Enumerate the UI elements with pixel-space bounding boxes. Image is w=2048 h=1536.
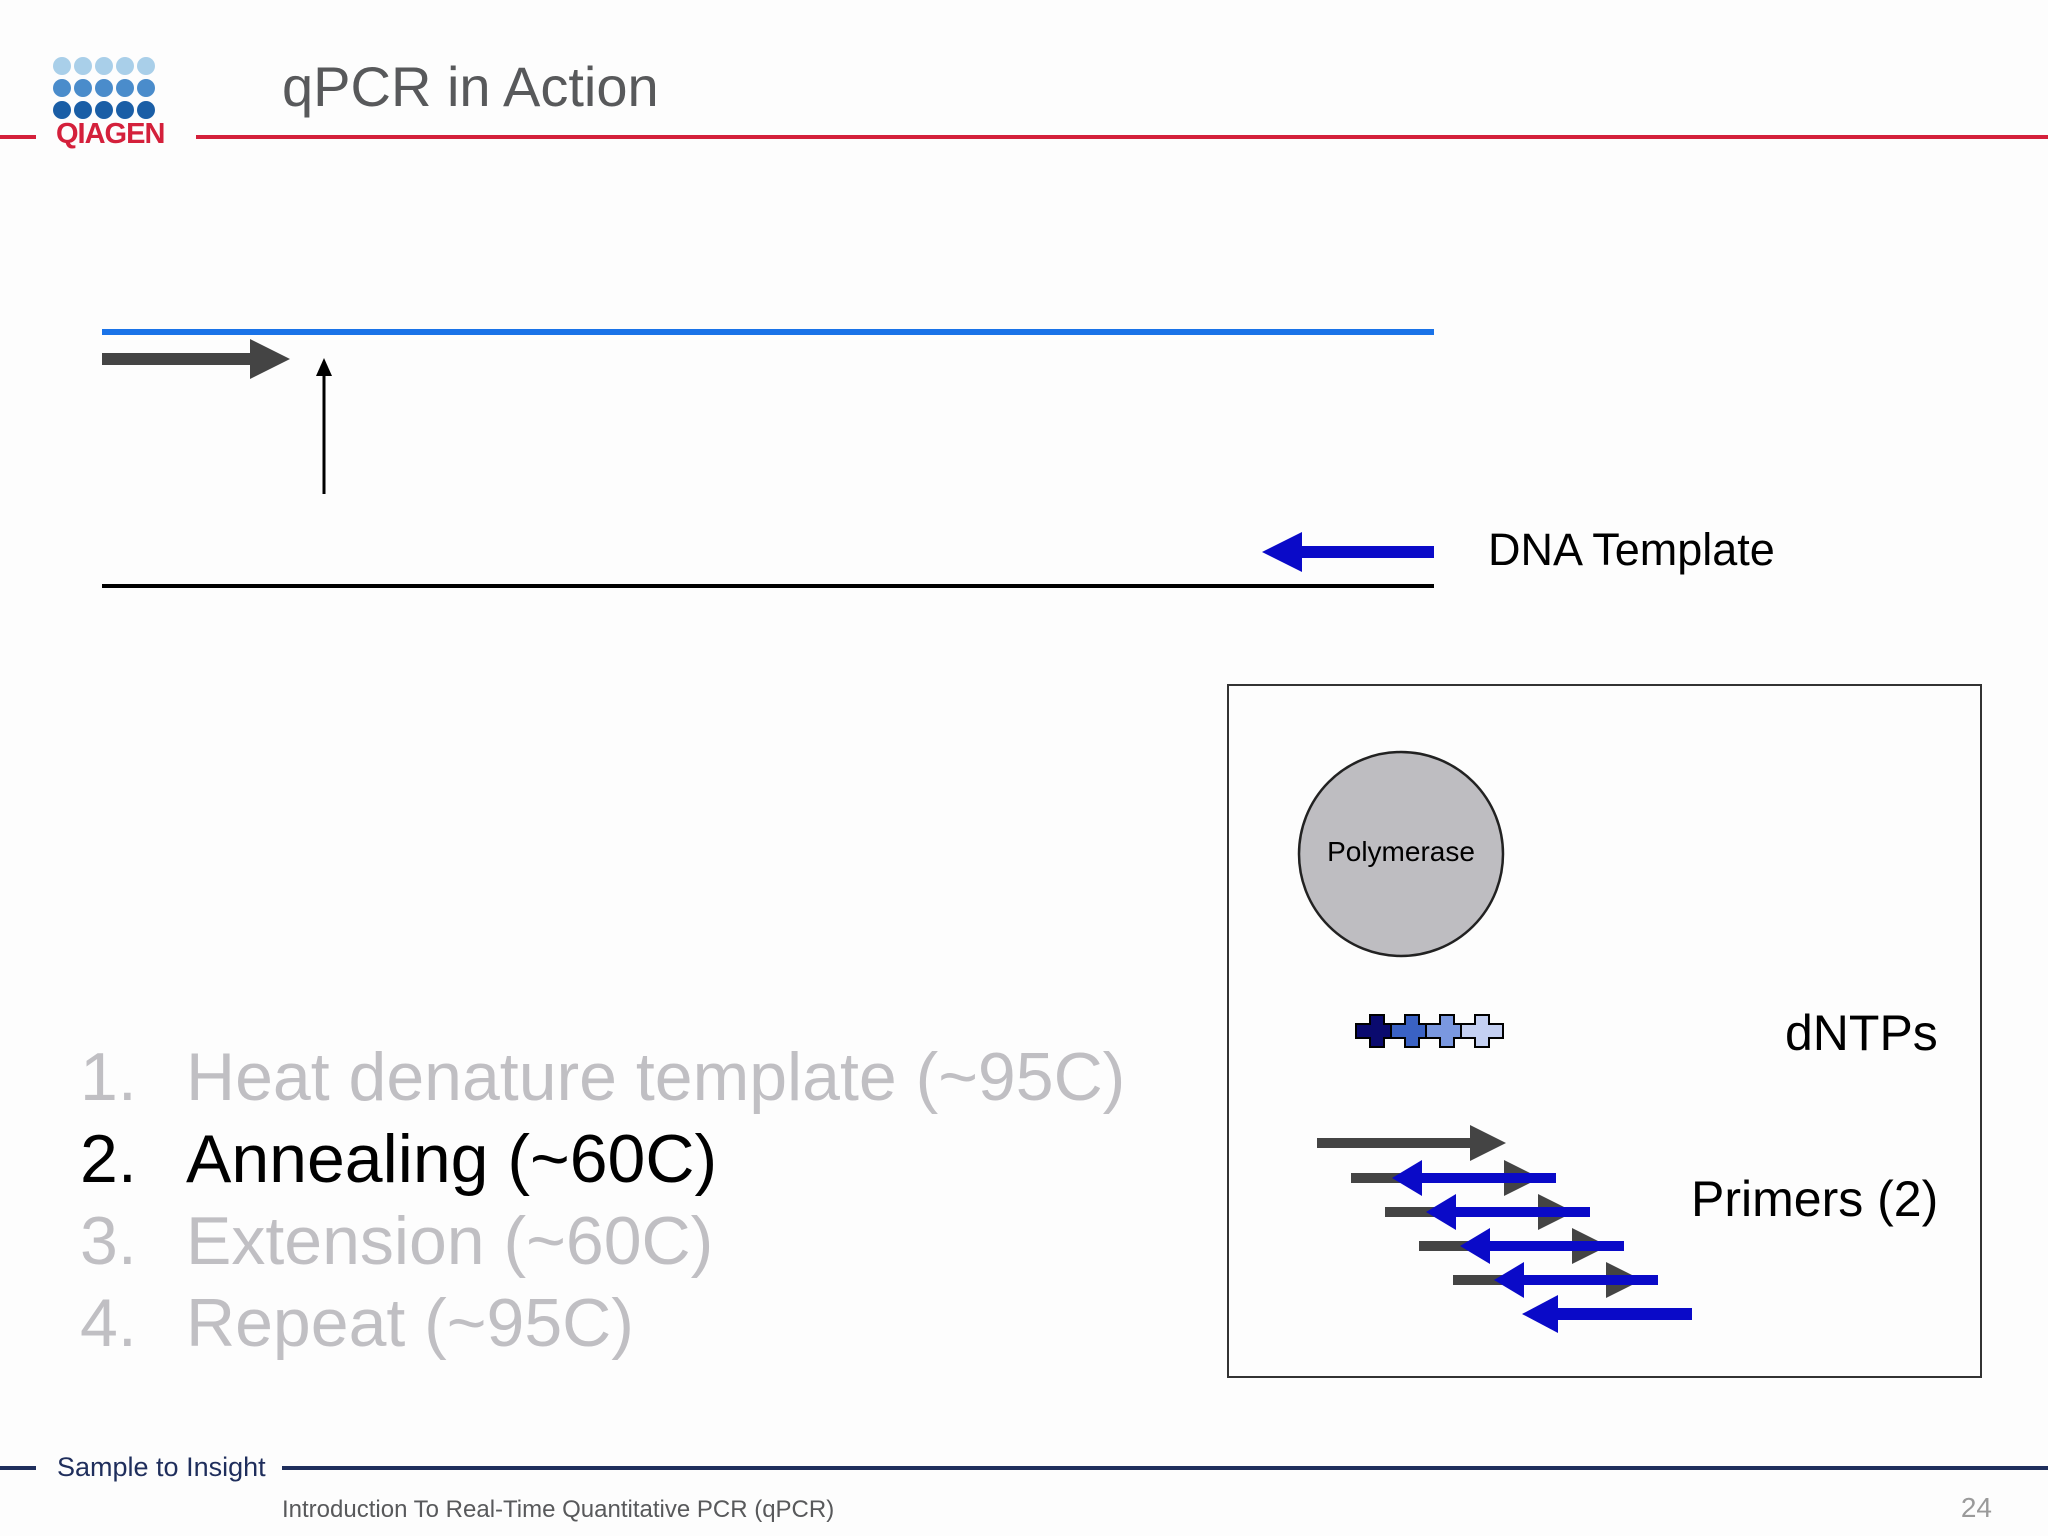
step-label: Annealing (~60C) (186, 1121, 718, 1197)
step-label: Repeat (~95C) (186, 1285, 634, 1361)
step-item: 3. Extension (~60C) (80, 1200, 1125, 1282)
annealing-pointer-arrow (316, 358, 332, 494)
logo-wordmark: QIAGEN (56, 118, 165, 150)
polymerase-label: Polymerase (1327, 836, 1475, 867)
header-rule-left (0, 135, 36, 139)
steps-list: 1. Heat denature template (~95C) 2. Anne… (80, 1036, 1125, 1364)
page-number: 24 (1960, 1492, 1992, 1523)
footer-tagline: Sample to Insight (57, 1452, 266, 1482)
step-number: 4. (80, 1285, 137, 1361)
step-number: 3. (80, 1203, 137, 1279)
components-legend-box (1227, 684, 1982, 1378)
step-item: 1. Heat denature template (~95C) (80, 1036, 1125, 1118)
forward-primer-arrow (102, 339, 290, 379)
qiagen-logo-dots-icon (53, 57, 155, 119)
polymerase-circle (1297, 750, 1505, 958)
primers-icon (1317, 1125, 1692, 1333)
page-title: qPCR in Action (282, 55, 659, 118)
header-rule (196, 135, 2048, 139)
primers-label: Primers (2) (1691, 1171, 1939, 1227)
dna-template-label: DNA Template (1488, 524, 1775, 575)
footer-rule-left (0, 1466, 36, 1470)
step-number: 1. (80, 1039, 137, 1115)
reverse-primer-arrow (1262, 532, 1434, 572)
step-item-active: 2. Annealing (~60C) (80, 1118, 1125, 1200)
step-number: 2. (80, 1121, 137, 1197)
step-item: 4. Repeat (~95C) (80, 1282, 1125, 1364)
step-label: Heat denature template (~95C) (186, 1039, 1126, 1115)
dntps-icon (1355, 1014, 1504, 1048)
footer-presentation-title: Introduction To Real-Time Quantitative P… (282, 1496, 835, 1523)
step-label: Extension (~60C) (186, 1203, 714, 1279)
dntps-label: dNTPs (1785, 1005, 1938, 1061)
footer-rule (282, 1466, 2048, 1470)
